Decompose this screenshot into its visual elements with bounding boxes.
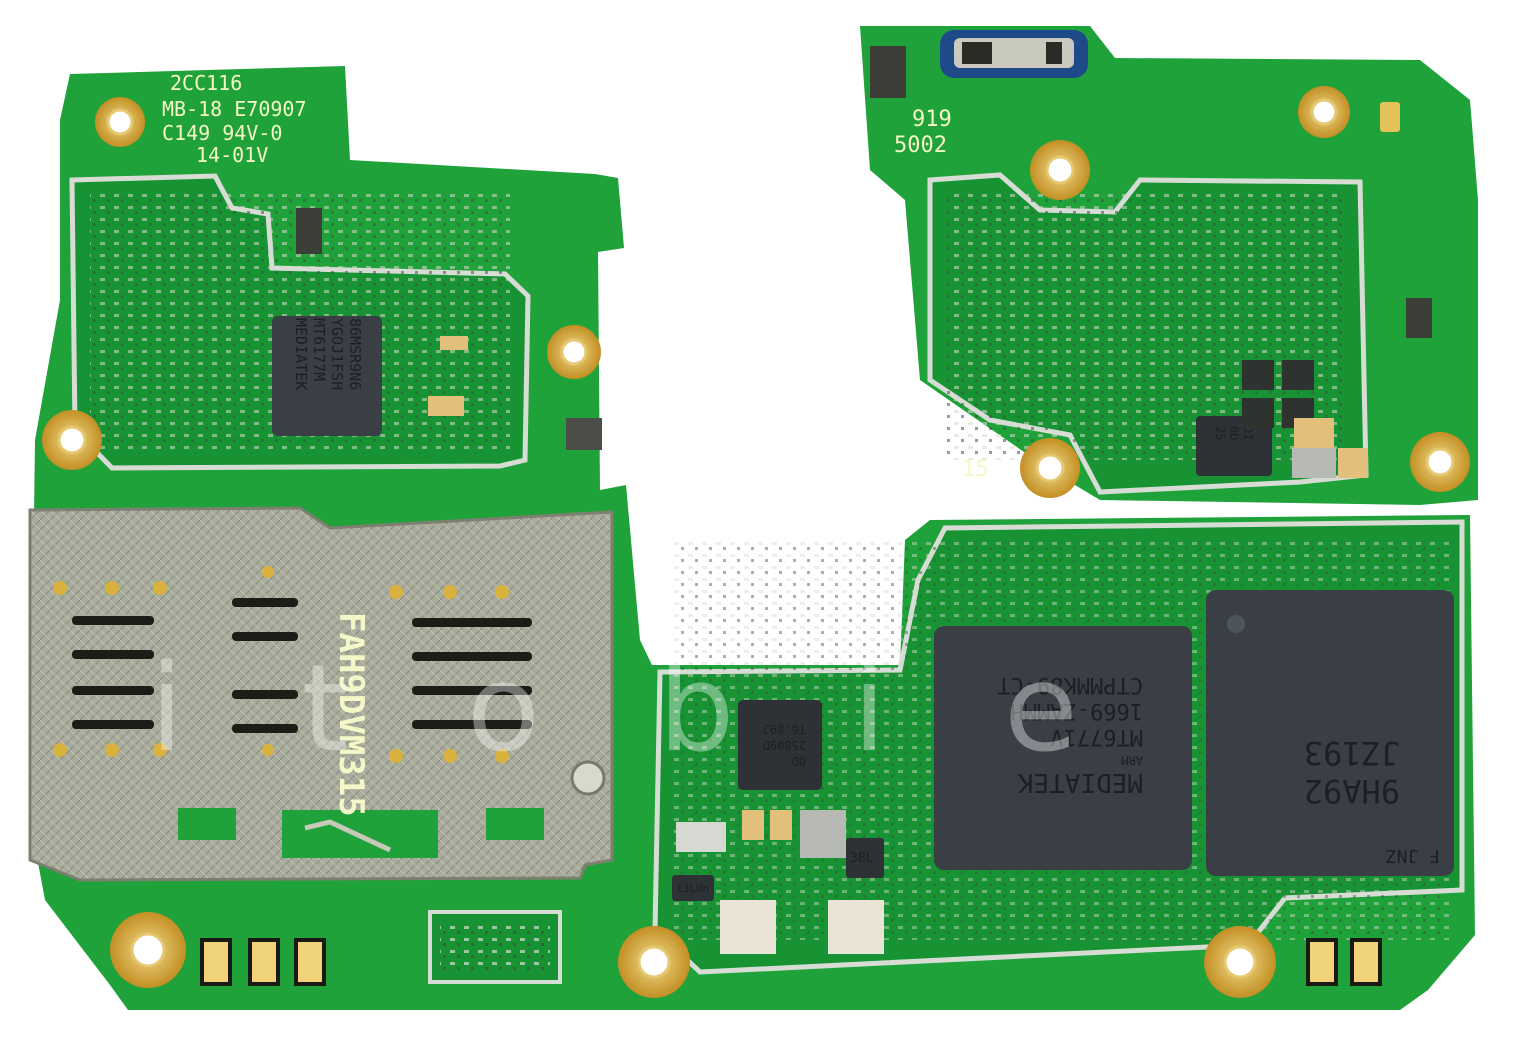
- rf-transceiver-chip: MEDIATEK MT6177M YGOJ1FSH 86MSR9N6: [272, 316, 382, 436]
- pmic-small-chip: 0D 25809D T6.89J: [738, 700, 822, 790]
- small-ic-label: 13LUn: [676, 882, 709, 895]
- sim-tray-label: FAH9DVM315: [331, 612, 371, 817]
- memory-line-2: 9HA92: [1304, 772, 1400, 810]
- small-ic: 13LUn: [672, 875, 714, 901]
- pmic-line-2: 25809D: [763, 738, 806, 752]
- memory-line-1: F JNZ: [1386, 845, 1440, 866]
- sim-pins: [53, 566, 509, 763]
- soc-line-4: 1669-ZAMMH: [1011, 698, 1143, 723]
- shield-ic-line-2: 0D: [1227, 426, 1241, 440]
- soc-chip: MEDIATEK ARM MT6771V 1669-ZAMMH CTPMMK89…: [934, 626, 1192, 870]
- soc-line-3: MT6771V: [1050, 724, 1143, 749]
- passive-components: [296, 46, 1432, 954]
- top-connector: [940, 30, 1088, 78]
- shield-ic-line-3: 25: [1213, 426, 1227, 440]
- silk-mid-label: 15: [962, 457, 989, 482]
- silk-top-left-line-3: C149 94V-0: [162, 121, 282, 145]
- sensor-chip-label: 3BL: [850, 851, 874, 866]
- edge-contact-pads: [200, 938, 1382, 986]
- memory-chip: F JNZ 9HA92 JZ193: [1206, 590, 1454, 876]
- soc-line-1: MEDIATEK: [1017, 767, 1143, 797]
- shield-ic-line-1: DI: [1241, 426, 1255, 440]
- rf-chip-line-4: 86MSR9N6: [346, 318, 364, 390]
- silk-top-left-line-2: MB-18 E70907: [162, 97, 307, 121]
- sensor-chip: 3BL: [846, 838, 884, 878]
- soc-line-5: CTPMMK89-CT: [997, 672, 1143, 697]
- silk-top-left-line-1: 2CC116: [170, 71, 242, 95]
- rf-chip-line-2: MT6177M: [310, 318, 328, 381]
- watermark: i t o b i e: [150, 640, 1118, 779]
- components-top-right-area: [945, 190, 1345, 460]
- pmic-line-1: 0D: [792, 754, 806, 768]
- sim-contacts: [72, 598, 532, 733]
- shield-ic: DI 0D 25: [1196, 416, 1272, 476]
- soc-line-2: ARM: [1121, 753, 1143, 767]
- pmic-line-3: T6.89J: [763, 722, 806, 736]
- silk-top-right-line-1: 919: [912, 107, 952, 132]
- mounting-holes: [42, 86, 1470, 998]
- silk-top-right-line-2: 5002: [894, 133, 947, 158]
- rf-chip-line-3: YGOJ1FSH: [328, 318, 346, 390]
- sim-card-tray: [28, 506, 614, 882]
- rf-chip-line-1: MEDIATEK: [292, 318, 310, 390]
- silk-top-left-line-4: 14-01V: [196, 143, 268, 167]
- memory-line-3: JZ193: [1304, 734, 1400, 772]
